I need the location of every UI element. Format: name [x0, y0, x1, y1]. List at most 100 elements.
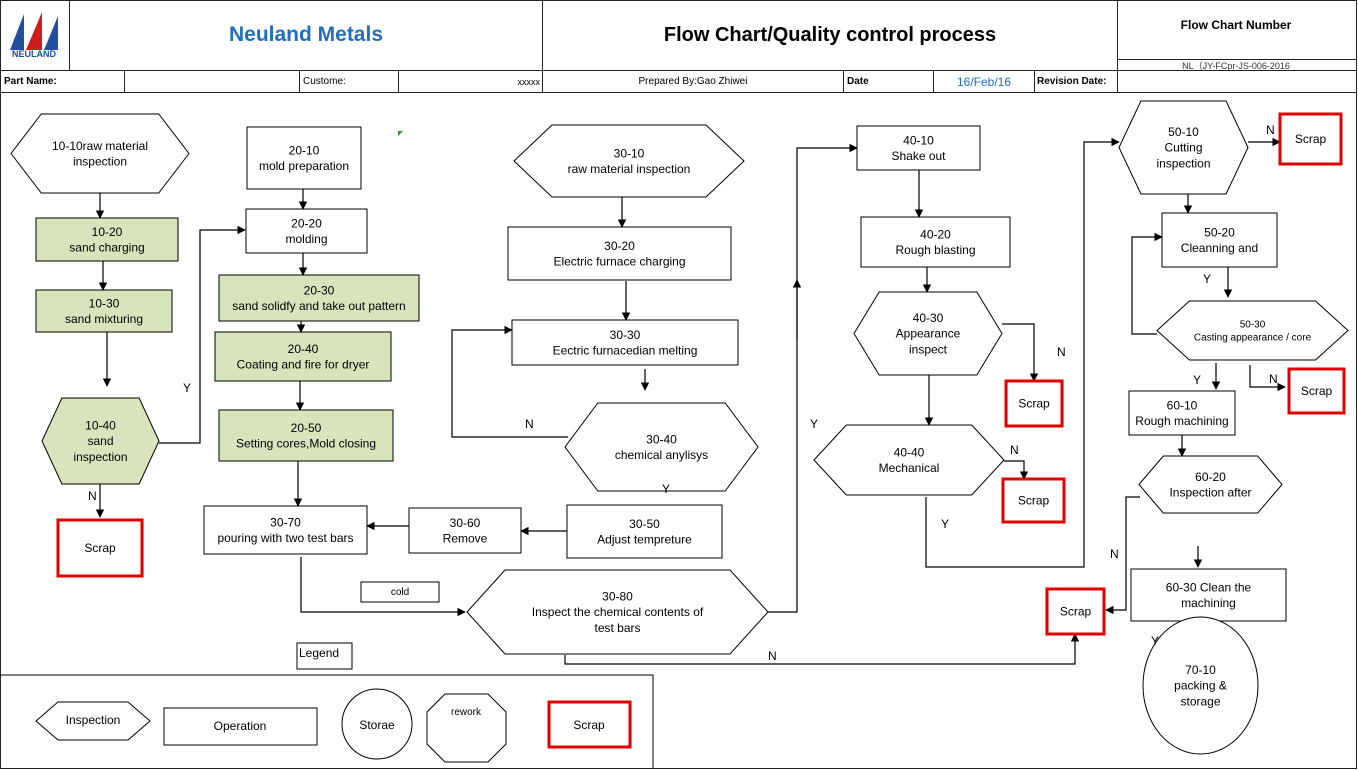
legend-scrap-label: Scrap — [573, 718, 605, 732]
node-3080-label-line: 30-80 — [602, 590, 633, 604]
node-shape — [218, 274, 420, 322]
scrap-label: Scrap — [1018, 397, 1050, 411]
scrap-border — [1287, 367, 1346, 415]
node-shape — [246, 126, 362, 190]
scrap-label: Scrap — [84, 541, 116, 555]
connector-line — [159, 225, 246, 444]
legend-title: Legend — [299, 646, 339, 660]
node-7010-label-line: 70-10 — [1185, 663, 1216, 677]
node-3010-label-line: raw material inspection — [568, 162, 691, 176]
node-shape — [507, 226, 732, 281]
customer-label: Custome: — [303, 76, 346, 87]
node-4030-label-line: 40-30 — [913, 311, 944, 325]
cold-tag: cold — [360, 581, 440, 603]
node-1010-label-line: 10-10raw material — [52, 139, 148, 153]
node-3010: 30-10raw material inspection — [513, 124, 745, 198]
node-3020-label-line: 30-20 — [604, 239, 635, 253]
node-2020-label-line: 20-20 — [291, 216, 322, 230]
node-shape — [203, 505, 368, 555]
node-shape — [1156, 300, 1349, 361]
node-shape — [1128, 390, 1236, 436]
node-shape — [1118, 100, 1249, 195]
node-shape — [245, 208, 368, 254]
legend-operation: Operation — [163, 707, 318, 746]
connector-line — [1249, 365, 1286, 392]
node-4010-label-line: Shake out — [891, 149, 946, 163]
node-2020-label-line: molding — [285, 232, 327, 246]
node-shape — [466, 569, 769, 655]
connector-line — [1002, 323, 1039, 382]
connector-line — [1004, 460, 1029, 480]
revision-date-label: Revision Date: — [1037, 76, 1107, 87]
node-7010-label-line: storage — [1180, 694, 1220, 708]
legend-operation-label: Operation — [214, 719, 267, 733]
scrap-label: Scrap — [1301, 384, 1333, 398]
scrap-border — [1278, 112, 1343, 166]
node-1020-label-line: sand charging — [69, 241, 144, 255]
node-4040-label-line: 40-40 — [894, 445, 925, 459]
connector-line — [300, 557, 466, 617]
node-shape — [853, 291, 1003, 376]
node-5010-label-line: inspection — [1156, 156, 1210, 170]
cold-label: cold — [391, 587, 409, 598]
customer-value: xxxxx — [517, 77, 541, 87]
no-label: N — [1010, 443, 1019, 457]
node-4030-label-line: Appearance — [896, 327, 961, 341]
node-2040-label-line: 20-40 — [288, 342, 319, 356]
scrap-label: Scrap — [1060, 605, 1092, 619]
node-1040-label-line: 10-40 — [85, 419, 116, 433]
yes-label: Y — [183, 381, 191, 395]
node-shape — [35, 217, 179, 262]
legend-storage-label: Storae — [359, 718, 395, 732]
node-4030-label-line: inspect — [909, 342, 948, 356]
scrap-label: Scrap — [1295, 132, 1327, 146]
node-2010-label-line: mold preparation — [259, 159, 349, 173]
node-2030-label-line: sand solidfy and take out pattern — [232, 299, 405, 313]
node-1030: 10-30 sand mixturing — [35, 289, 173, 333]
legend-storage: Storae — [341, 688, 413, 760]
scrap-box: Scrap — [1001, 477, 1066, 524]
legend-rework: rework — [426, 693, 507, 763]
legend-inspection: Inspection — [35, 701, 151, 741]
node-2050-label-line: Setting cores,Mold closing — [236, 437, 376, 451]
node-1020: 10-20 sand charging — [35, 217, 179, 262]
scrap-border — [1001, 477, 1066, 524]
node-1030-label-line: 10-30 — [89, 296, 120, 310]
node-5010-label-line: 50-10 — [1168, 125, 1199, 139]
node-2030-label-line: 20-30 — [304, 283, 335, 297]
no-label: N — [1110, 547, 1119, 561]
node-3050-label-line: Adjust tempreture — [597, 533, 692, 547]
no-label: N — [1266, 123, 1275, 137]
scrap-box: Scrap — [1278, 112, 1343, 166]
node-5030-label-line: Casting appearance / core — [1194, 333, 1312, 344]
no-label: N — [768, 649, 777, 663]
legend-scrap: Scrap — [547, 700, 632, 749]
node-3060-label-line: 30-60 — [450, 516, 481, 530]
scrap-border — [1004, 379, 1064, 428]
neuland-logo: NEULAND — [6, 6, 62, 62]
node-1020-label-line: 10-20 — [92, 225, 123, 239]
connector-line — [1105, 496, 1140, 615]
node-shape — [41, 397, 160, 485]
node-shape — [513, 124, 745, 198]
node-3080-label-line: test bars — [594, 621, 640, 635]
node-1030-label-line: sand mixturing — [65, 312, 143, 326]
node-6020-label-line: Inspection after — [1169, 486, 1251, 500]
connector-line — [768, 143, 858, 613]
yes-label: Y — [810, 417, 818, 431]
node-4010-label-line: 40-10 — [903, 133, 934, 147]
node-shape — [10, 113, 190, 194]
no-label: N — [88, 489, 97, 503]
